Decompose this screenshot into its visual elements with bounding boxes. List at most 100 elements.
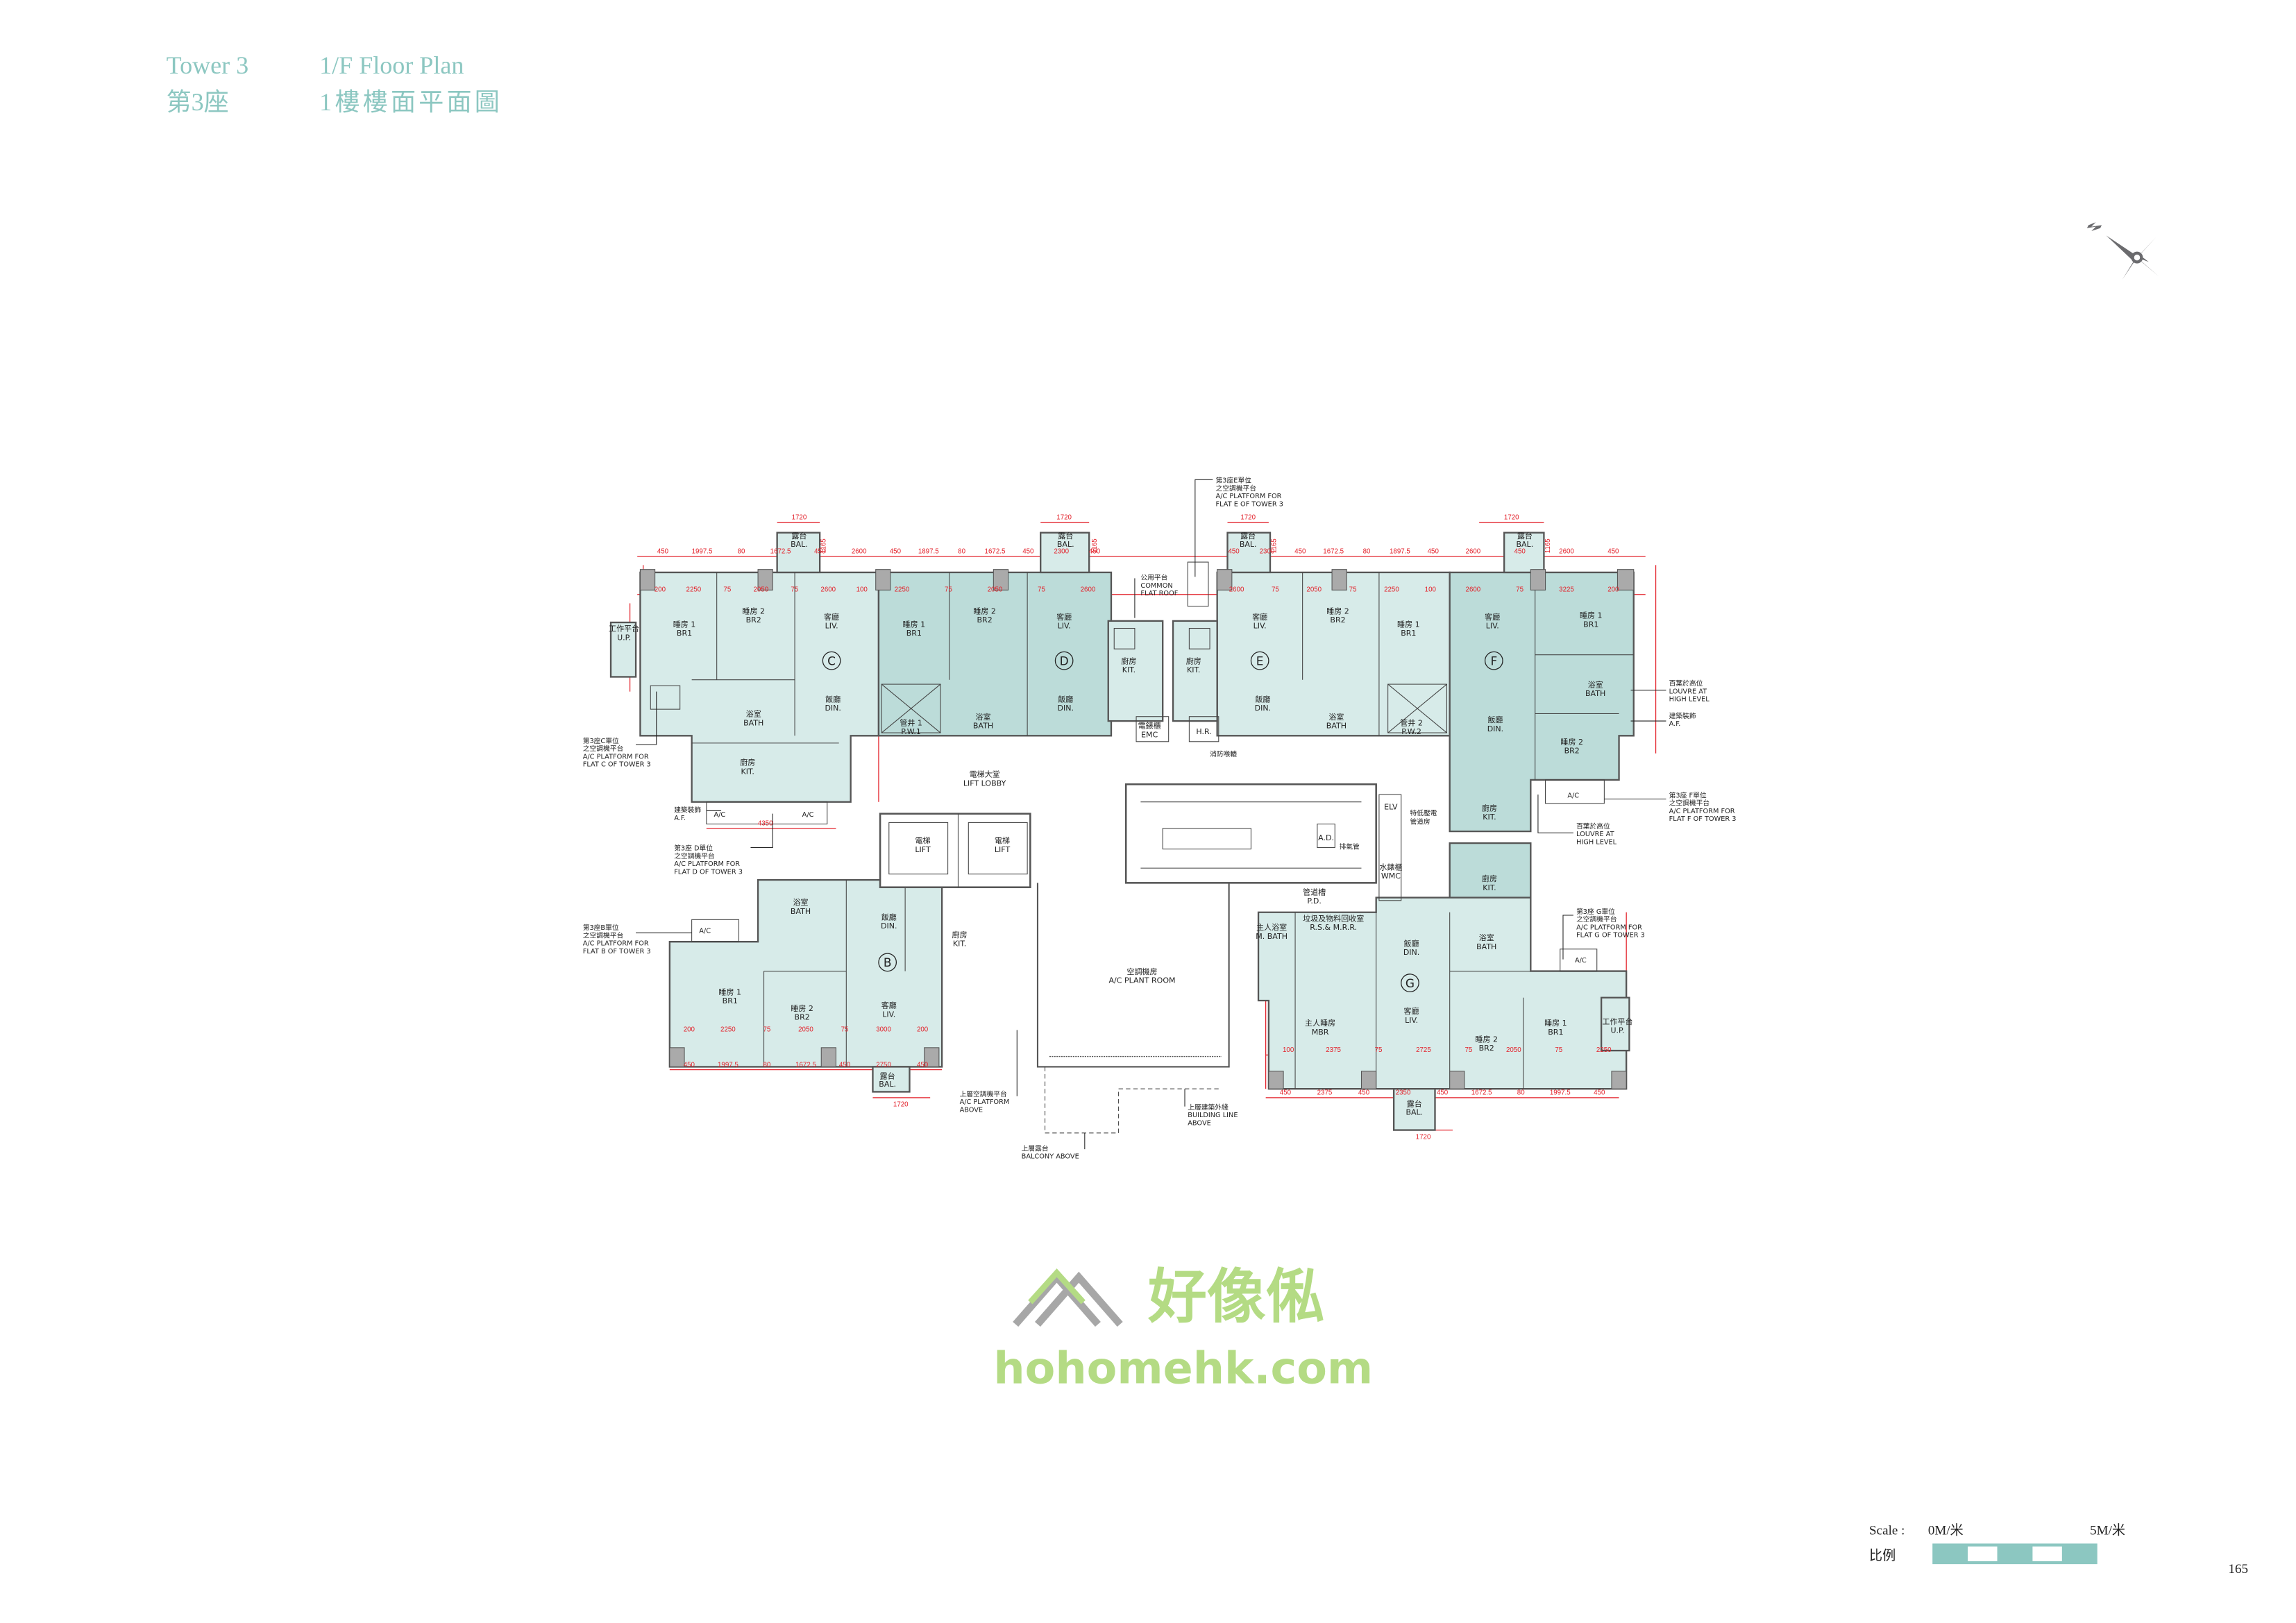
room-label-en: BATH <box>1476 942 1496 951</box>
scale-end-label: 5M/米 <box>2090 1523 2125 1538</box>
ac-unit-label: A/C <box>714 811 725 819</box>
dimension-label: 450 <box>1594 1089 1605 1097</box>
room-label-zh: 浴室 <box>975 712 990 722</box>
dimension-label: 80 <box>1517 1089 1525 1097</box>
room-label-en: BR1 <box>677 629 692 638</box>
dimension-label: 2050 <box>1306 586 1322 593</box>
room-label-en: KIT. <box>1122 665 1136 674</box>
dimension-label: 450 <box>1607 547 1619 555</box>
scale-label-en: Scale : <box>1869 1524 1905 1538</box>
callout-text: HIGH LEVEL <box>1576 838 1617 846</box>
scale-label-zh: 比例 <box>1869 1548 1896 1563</box>
room-label-en: DIN. <box>1255 704 1271 713</box>
room-label-zh: 廚房 <box>1482 803 1497 813</box>
callout-text: 第3座C單位 <box>583 736 619 745</box>
flat-id-g: G <box>1406 976 1415 990</box>
room-label-zh: 睡房 1 <box>673 620 696 629</box>
room-label-zh: 睡房 1 <box>1397 620 1420 629</box>
wmc-label-en: WMC <box>1381 872 1401 881</box>
room-label-en: BATH <box>743 718 763 727</box>
room-label-en: LIV. <box>1058 621 1071 630</box>
callout-text: FLAT F OF TOWER 3 <box>1669 815 1737 823</box>
room-label-zh: 睡房 1 <box>1544 1019 1567 1028</box>
callout-text: 上層空調機平台 <box>960 1089 1007 1098</box>
room-label-zh: 飯廳 <box>1487 715 1503 724</box>
room-label-zh: 廚房 <box>740 758 755 767</box>
room-label-zh: 客廳 <box>1252 612 1267 622</box>
dimension-label: 80 <box>1363 547 1371 555</box>
room-label-zh: 睡房 1 <box>903 620 926 629</box>
room-label-en: BR2 <box>977 615 993 624</box>
callout-text: A.F. <box>1669 720 1681 728</box>
room-label-en: BR2 <box>746 615 761 624</box>
tower-title-zh: 第3座 <box>167 88 229 116</box>
dimension-label: 1672.5 <box>795 1061 816 1069</box>
room-label-en: BAL. <box>1057 540 1074 549</box>
watermark-logo: 好像俬 hohomehk.com <box>993 1263 1373 1394</box>
room-label-en: BATH <box>1585 689 1605 698</box>
room-label-en: BR1 <box>1548 1028 1563 1037</box>
callout-text: 公用平台 <box>1140 573 1167 582</box>
hose-reel-label: H.R. <box>1196 727 1211 736</box>
callout-text: 之空調機平台 <box>674 851 715 860</box>
room-label-zh: 管井 1 <box>900 717 922 727</box>
callout-text: COMMON <box>1140 582 1172 590</box>
dimension-label: 75 <box>763 1026 771 1034</box>
callout-text: A.F. <box>674 815 686 822</box>
room-label-zh: 睡房 2 <box>1326 606 1349 615</box>
dimension-label: 1897.5 <box>1390 547 1410 555</box>
dimension-label: 1720 <box>792 514 807 522</box>
ad-label: A.D. <box>1318 833 1334 842</box>
callout-text: 第3座E單位 <box>1216 476 1252 485</box>
room-label-en: MBR <box>1312 1028 1329 1037</box>
dimension-label: 75 <box>841 1026 849 1034</box>
room-label-en: P.D. <box>1307 897 1321 906</box>
dimension-label: 75 <box>1464 1046 1472 1054</box>
page-header: Tower 3 1/F Floor Plan 第3座 1樓樓面平面圖 <box>167 51 500 116</box>
lift-lobby-label-zh: 電梯大堂 <box>970 770 1000 779</box>
room-label-en: LIV. <box>1405 1016 1418 1025</box>
room-label-en: BR2 <box>1479 1044 1494 1053</box>
room-label-en: KIT. <box>1483 883 1496 892</box>
callout-text: FLAT C OF TOWER 3 <box>583 761 651 769</box>
floor-title-en: 1/F Floor Plan <box>319 51 464 79</box>
callout-text: ABOVE <box>960 1106 984 1114</box>
room-label-en: BAL. <box>1406 1107 1423 1116</box>
callout-text: 第3座 D單位 <box>674 844 713 853</box>
room-label-zh: 主人浴室 <box>1256 922 1287 932</box>
ad-label-zh: 排氣管 <box>1340 842 1360 851</box>
callout-text: LOUVRE AT <box>1669 688 1707 695</box>
room-label-zh: 工作平台 <box>1602 1017 1632 1026</box>
room-label-zh: 露台 <box>1407 1099 1422 1109</box>
room-label-en: BR1 <box>906 629 922 638</box>
elv-duct-label-zh: 特低壓電 <box>1410 808 1437 817</box>
dimension-label: 100 <box>1425 586 1437 593</box>
dimension-label: 100 <box>1283 1046 1294 1054</box>
room-label-zh: 睡房 2 <box>742 606 765 615</box>
dimension-label: 2250 <box>686 586 702 593</box>
room-label-en: U.P. <box>617 633 631 642</box>
ac-unit-label: A/C <box>699 927 711 935</box>
dimension-label: 1720 <box>893 1101 909 1109</box>
callout-text: 第3座 F單位 <box>1669 790 1707 799</box>
callout-text: BALCONY ABOVE <box>1022 1153 1079 1161</box>
room-label-en: U.P. <box>1610 1026 1624 1035</box>
callout-text: 之空調機平台 <box>583 744 624 753</box>
callout-text: ABOVE <box>1188 1119 1211 1127</box>
watermark-zh: 好像俬 <box>1147 1263 1324 1332</box>
dimension-label: 450 <box>917 1061 929 1069</box>
room-label-en: P.W.1 <box>901 727 921 736</box>
room-label-en: BAL. <box>1516 540 1533 549</box>
room-label-en: M. BATH <box>1256 932 1288 941</box>
room-label-zh: 露台 <box>791 531 807 541</box>
dimension-label: 1672.5 <box>985 547 1006 555</box>
emc-label-en: EMC <box>1141 730 1158 739</box>
dimension-label: 2600 <box>1559 547 1574 555</box>
dimension-label: 450 <box>1514 547 1526 555</box>
callout-text: 上層建築外綫 <box>1188 1103 1229 1112</box>
room-label-zh: 飯廳 <box>1058 695 1073 704</box>
room-label-en: BAL. <box>879 1080 896 1089</box>
dimension-label: 1165 <box>1091 538 1099 554</box>
